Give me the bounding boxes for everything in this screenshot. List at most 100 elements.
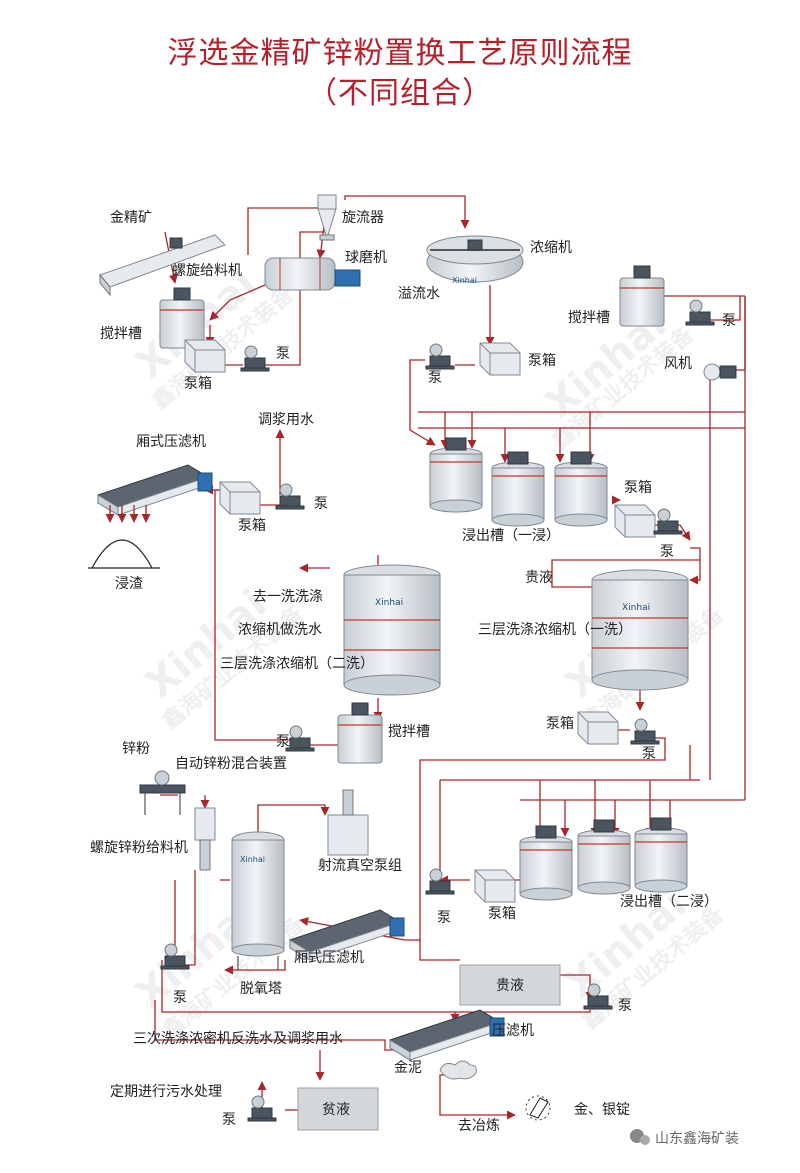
label-filter-press-2: 厢式压滤机 <box>294 950 364 966</box>
label-zinc-screw-feeder: 螺旋锌粉给料机 <box>90 840 188 856</box>
label-slurry-water: 调浆用水 <box>258 412 314 428</box>
leach-tank-2a <box>519 825 573 901</box>
zinc-screw-feeder <box>194 807 216 871</box>
label-three-layer-thickener-1: 三层洗涤浓缩机（一洗） <box>478 622 632 638</box>
ball-mill <box>264 257 361 291</box>
label-overflow-water: 溢流水 <box>398 286 440 302</box>
label-three-layer-thickener-2: 三层洗涤浓缩机（二洗） <box>220 656 374 672</box>
footer-account: 山东鑫海矿装 <box>655 1130 739 1147</box>
barren-solution-tank <box>297 1087 379 1131</box>
label-thickener: 浓缩机 <box>530 240 572 256</box>
pump-4 <box>275 483 305 510</box>
label-pump-4: 泵 <box>314 496 328 512</box>
blower <box>703 363 737 381</box>
label-gold-mud: 金泥 <box>394 1060 422 1076</box>
leach-tank-1b <box>491 451 545 527</box>
label-pump-box-4: 泵箱 <box>624 480 652 496</box>
label-pump-7: 泵 <box>642 746 656 762</box>
label-pump-3: 泵 <box>722 313 736 329</box>
label-hydrocyclone: 旋流器 <box>342 210 384 226</box>
label-jet-vacuum-pump: 射流真空泵组 <box>318 858 402 874</box>
pump-6 <box>285 725 315 752</box>
label-leach-tank-2: 浸出槽（二浸） <box>620 894 718 910</box>
label-thickener-wash-water: 浓缩机做洗水 <box>238 622 322 638</box>
pump-2 <box>425 343 455 370</box>
label-pump-1: 泵 <box>276 346 290 362</box>
pump-11 <box>247 1095 277 1122</box>
label-agitation-tank-2: 搅拌槽 <box>568 310 610 326</box>
thickener <box>426 235 524 283</box>
hydrocyclone <box>317 194 337 241</box>
label-filter-press-3: 压滤机 <box>492 1023 534 1039</box>
washing-thickener-2-brand: Xinhai <box>375 598 403 608</box>
label-pump-8: 泵 <box>437 910 451 926</box>
label-agitation-tank-1: 搅拌槽 <box>100 326 142 342</box>
label-deoxygenation-tower: 脱氧塔 <box>240 981 282 997</box>
label-pump-11: 泵 <box>222 1112 236 1128</box>
pump-3 <box>685 299 715 326</box>
label-filter-press-1: 厢式压滤机 <box>136 434 206 450</box>
pump-box-3 <box>219 481 261 515</box>
label-pregnant-solution-2: 贵液 <box>496 978 524 994</box>
label-third-wash-water: 三次洗涤浓密机反洗水及调浆用水 <box>133 1030 343 1047</box>
jet-vacuum-pump <box>327 789 369 856</box>
pump-1 <box>240 345 270 372</box>
label-pregnant-solution-1: 贵液 <box>525 570 553 586</box>
screw-feeder <box>99 234 226 297</box>
zinc-powder-mixer <box>139 770 186 815</box>
leach-tank-2b <box>577 819 631 895</box>
label-to-smelting: 去冶炼 <box>458 1118 500 1134</box>
label-pump-6: 泵 <box>276 734 290 750</box>
pump-box-1 <box>184 339 226 373</box>
filter-press-3 <box>389 1009 505 1061</box>
label-ball-mill: 球磨机 <box>345 250 387 266</box>
thickener-brand: Xinhai <box>452 276 477 285</box>
title-line-2: （不同组合） <box>307 76 493 111</box>
deoxygenation-tower <box>231 831 285 970</box>
pregnant-solution-tank <box>459 964 561 1006</box>
label-gold-silver-ingot: 金、银锭 <box>574 1102 630 1118</box>
label-pump-9: 泵 <box>173 990 187 1006</box>
label-screw-feeder: 螺旋给料机 <box>172 263 242 279</box>
pump-box-6 <box>474 869 516 903</box>
pump-5 <box>653 508 683 535</box>
title-line-1: 浮选金精矿锌粉置换工艺原则流程 <box>167 36 633 71</box>
leach-tank-1c <box>554 451 608 527</box>
gold-mud <box>439 1060 477 1080</box>
label-pump-10: 泵 <box>618 998 632 1014</box>
label-gold-concentrate: 金精矿 <box>110 210 152 226</box>
label-pump-box-3: 泵箱 <box>238 518 266 534</box>
label-pump-5: 泵 <box>660 544 674 560</box>
pump-box-4 <box>614 504 656 538</box>
filter-press-1 <box>97 464 213 516</box>
label-to-first-wash: 去一洗洗涤 <box>253 589 323 605</box>
label-blower: 风机 <box>664 356 692 372</box>
leach-tank-2c <box>634 817 688 893</box>
label-leach-tank-1: 浸出槽（一浸） <box>462 528 560 544</box>
agitation-tank-2 <box>619 265 665 327</box>
label-auto-zinc-mixer: 自动锌粉混合装置 <box>175 756 287 772</box>
label-zinc-powder: 锌粉 <box>122 741 150 757</box>
leach-tank-1a <box>429 437 483 513</box>
pump-box-2 <box>479 342 521 376</box>
flow-lines <box>154 195 746 1120</box>
deoxygenation-tower-brand: Xinhai <box>240 855 265 864</box>
agitation-tank-3 <box>337 702 383 764</box>
pump-box-5 <box>577 711 619 745</box>
label-pump-box-1: 泵箱 <box>184 376 212 392</box>
label-pump-box-6: 泵箱 <box>488 906 516 922</box>
filter-press-1-output <box>88 505 160 569</box>
label-wastewater-treatment: 定期进行污水处理 <box>110 1084 222 1100</box>
gold-silver-ingot-icon <box>525 1095 551 1121</box>
wechat-icon <box>630 1129 650 1145</box>
label-leach-residue: 浸渣 <box>115 576 143 592</box>
pump-8 <box>425 868 455 895</box>
washing-thickener-2 <box>343 564 441 696</box>
washing-thickener-1 <box>591 569 689 691</box>
label-barren-solution: 贫液 <box>322 1102 350 1118</box>
pump-7 <box>630 718 660 745</box>
label-agitation-tank-3: 搅拌槽 <box>388 724 430 740</box>
label-pump-box-5: 泵箱 <box>546 716 574 732</box>
label-pump-box-2: 泵箱 <box>528 353 556 369</box>
